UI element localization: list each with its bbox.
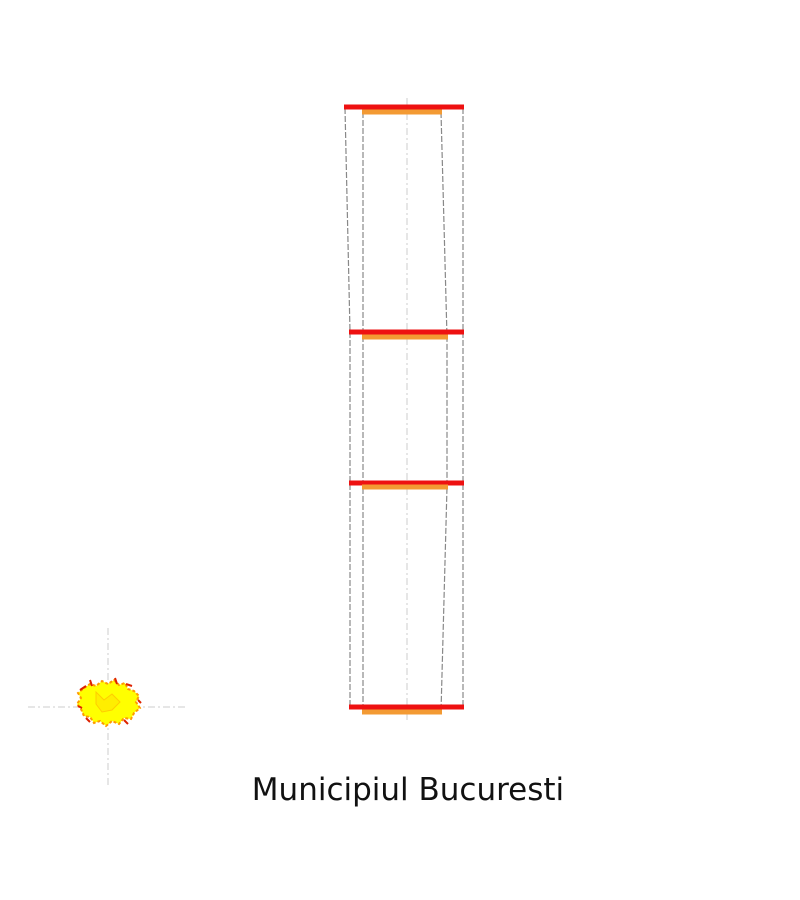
bucharest-map-icon	[75, 677, 142, 728]
region-caption: Municipiul Bucuresti	[251, 772, 565, 808]
outer-outline	[344, 107, 351, 708]
inner-outline-right	[440, 111, 448, 713]
